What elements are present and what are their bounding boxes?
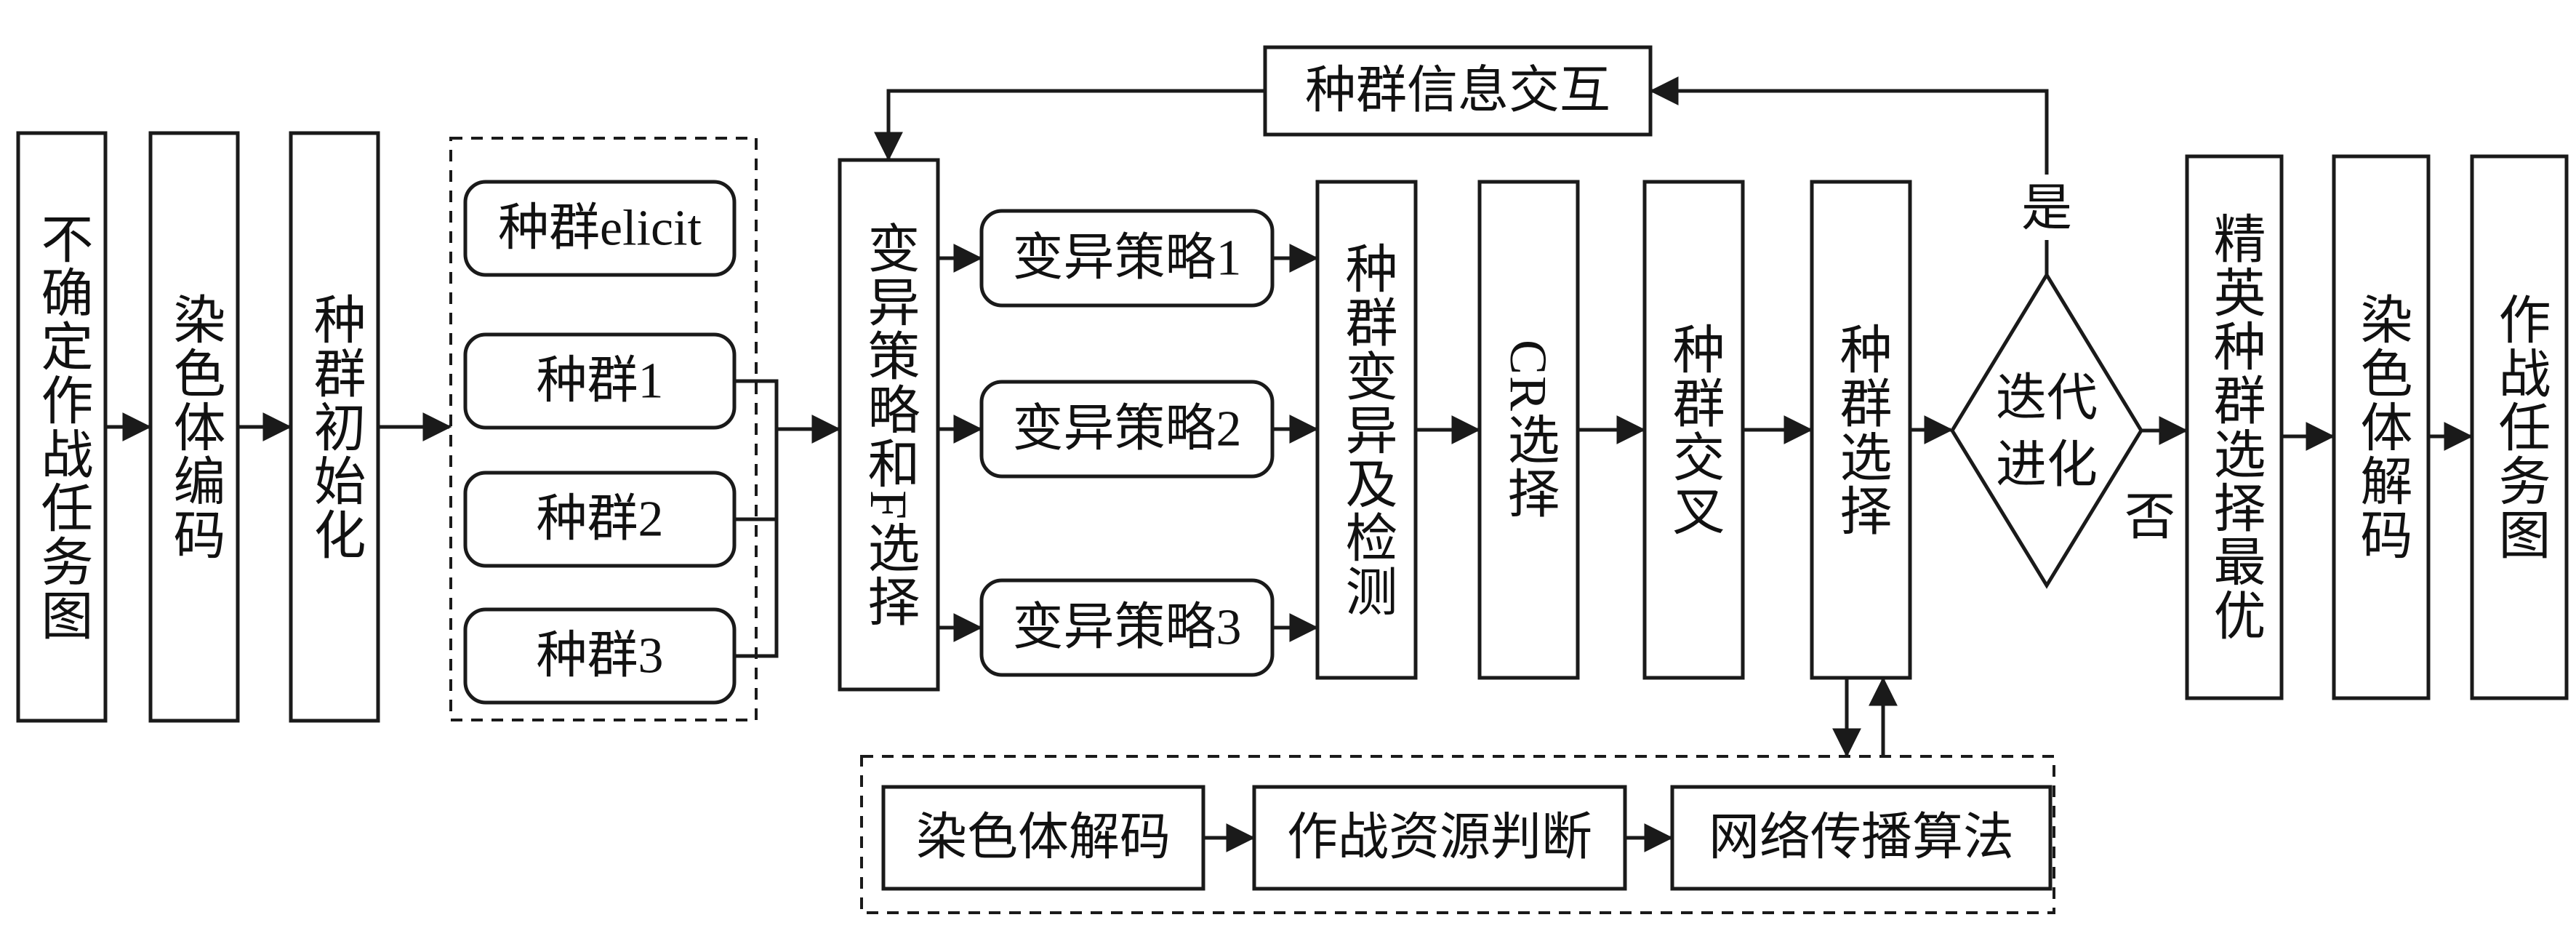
uncertain-task-graph-label: 不确定作战任务图: [33, 212, 92, 642]
mutation-strategy-1-label: 变异策略1: [1013, 231, 1242, 287]
population-init-label: 种群初始化: [305, 292, 365, 561]
mutation-strategy-2-node: 变异策略2: [979, 380, 1275, 479]
population-1-node: 种群1: [463, 332, 737, 430]
population-init-node: 种群初始化: [289, 131, 380, 723]
strategy-f-selection-node: 变异策略和F选择: [838, 158, 940, 692]
iterative-evolution-line1: 迭代: [1996, 371, 2098, 427]
mutation-strategy-1-node: 变异策略1: [979, 209, 1275, 308]
combat-resource-judgment-node: 作战资源判断: [1252, 785, 1627, 891]
evaluation-group-box: [860, 755, 2055, 914]
chromosome-encoding-label: 染色体编码: [165, 292, 224, 561]
iterative-evolution-line2: 进化: [1996, 438, 2098, 494]
network-propagation-label: 网络传播算法: [1709, 810, 2014, 866]
population-mutation-check-label: 种群变异及检测: [1337, 241, 1397, 618]
edge-info-to-strategy-sel: [874, 89, 1265, 161]
bottom-chromosome-decoding-label: 染色体解码: [916, 810, 1171, 866]
mutation-strategy-3-label: 变异策略3: [1013, 600, 1242, 656]
iterative-evolution-decision: 迭代 进化: [1950, 271, 2143, 589]
bottom-chromosome-decoding-node: 染色体解码: [881, 785, 1205, 891]
mutation-strategy-3-node: 变异策略3: [979, 578, 1275, 677]
population-elicit-node: 种群elicit: [463, 180, 737, 277]
population-3-node: 种群3: [463, 607, 737, 705]
uncertain-task-graph-node: 不确定作战任务图: [16, 131, 108, 723]
population-elicit-label: 种群elicit: [498, 201, 702, 257]
strategy-f-selection-label: 变异策略和F选择: [859, 221, 919, 628]
population-crossover-node: 种群交叉: [1642, 180, 1745, 680]
population-2-label: 种群2: [537, 492, 664, 548]
combat-task-graph-label: 作战任务图: [2490, 292, 2550, 561]
population-mutation-check-node: 种群变异及检测: [1315, 180, 1418, 680]
elite-selection-label: 精英种群选择最优: [2205, 212, 2265, 642]
population-selection-label: 种群选择: [1831, 322, 1891, 537]
population-group-box: [449, 137, 758, 721]
network-propagation-node: 网络传播算法: [1670, 785, 2053, 891]
population-selection-node: 种群选择: [1810, 180, 1912, 680]
combat-resource-judgment-label: 作战资源判断: [1287, 810, 1592, 866]
population-crossover-label: 种群交叉: [1664, 322, 1724, 537]
chromosome-decoding-node: 染色体解码: [2332, 154, 2431, 700]
population-2-node: 种群2: [463, 471, 737, 568]
cr-selection-node: CR选择: [1477, 180, 1580, 680]
edge-yes-to-info: [1649, 76, 2049, 175]
mutation-strategy-2-label: 变异策略2: [1013, 401, 1242, 457]
edge-label-yes: 是: [2021, 181, 2072, 237]
chromosome-encoding-node: 染色体编码: [148, 131, 240, 723]
cr-selection-label: CR选择: [1499, 340, 1558, 520]
population-1-label: 种群1: [537, 353, 664, 409]
elite-selection-node: 精英种群选择最优: [2185, 154, 2284, 700]
chromosome-decoding-label: 染色体解码: [2352, 292, 2411, 561]
edge-label-no: 否: [2124, 490, 2175, 546]
population-info-interaction-label: 种群信息交互: [1305, 63, 1610, 119]
population-3-label: 种群3: [537, 628, 664, 684]
population-info-interaction-node: 种群信息交互: [1263, 45, 1653, 137]
combat-task-graph-node: 作战任务图: [2470, 154, 2569, 700]
